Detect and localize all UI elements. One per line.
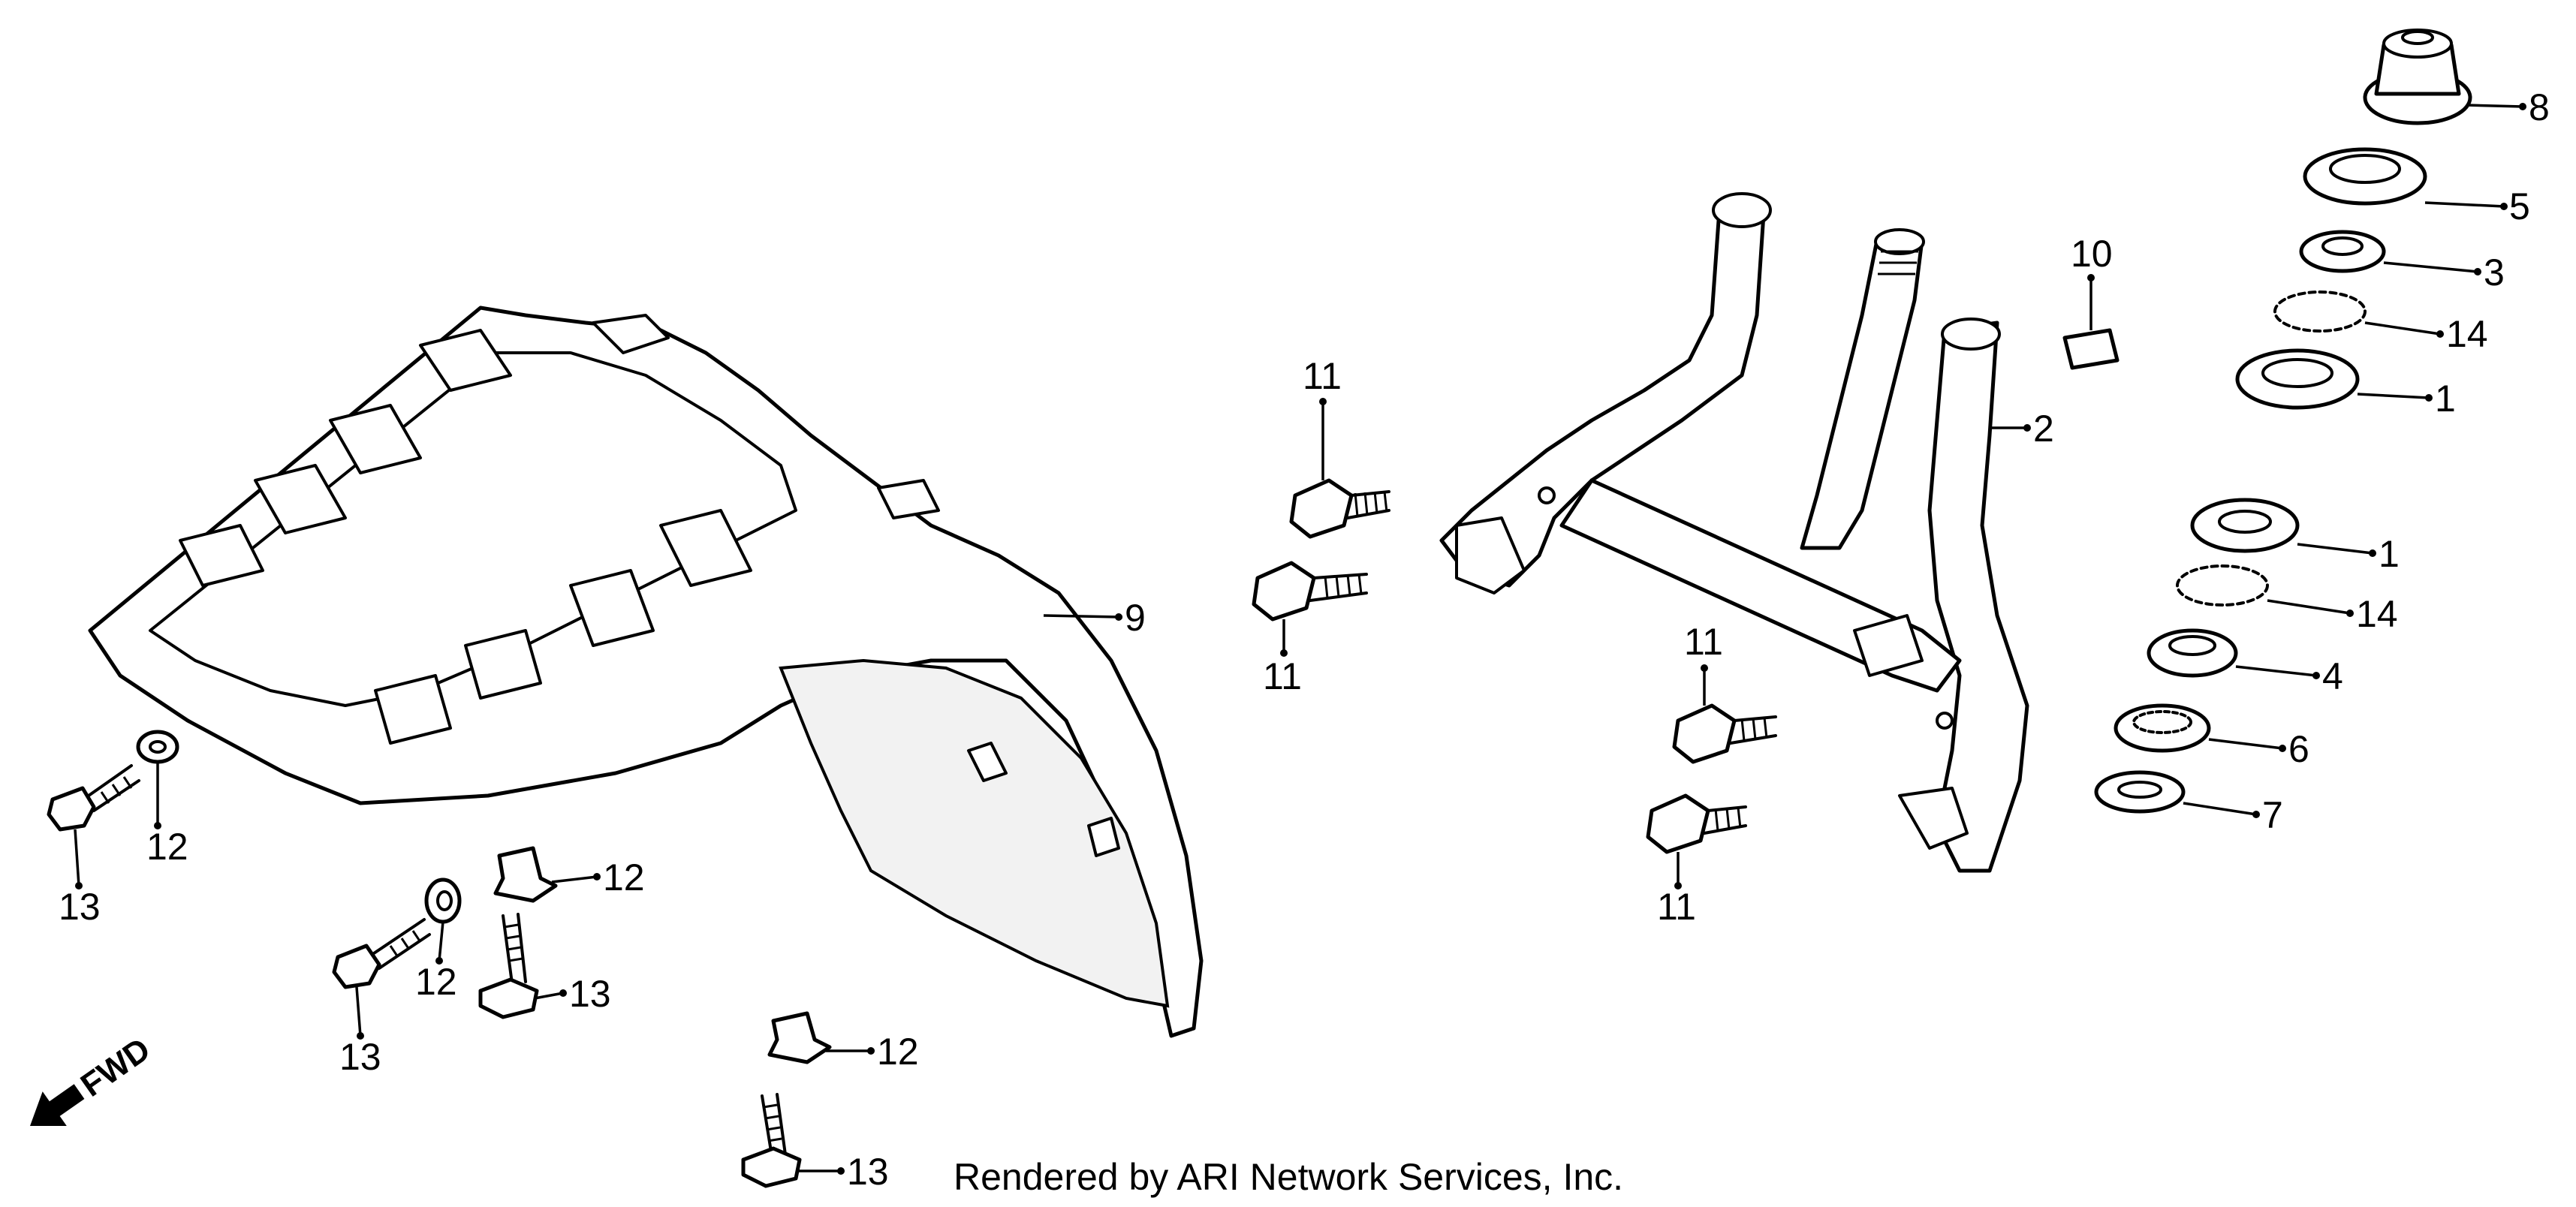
- callout-8: 8: [2529, 86, 2550, 128]
- fwd-label: FWD: [74, 1031, 157, 1104]
- callout-numbers: 8 5 3 14 1 1 14 4 6 7 10 2 9 11 11 11 11…: [59, 86, 2550, 1193]
- upper-bearing-race[interactable]: [2303, 147, 2427, 206]
- lock-nut[interactable]: [2363, 29, 2472, 125]
- callout-1-upper: 1: [2435, 378, 2456, 420]
- lower-cone-race[interactable]: [2190, 498, 2300, 553]
- ball-retainer-upper[interactable]: [2273, 290, 2367, 333]
- collar-12c[interactable]: [424, 877, 462, 924]
- bolt-13b[interactable]: [332, 918, 431, 989]
- callout-11-d: 11: [1657, 886, 1696, 928]
- callout-12-c: 12: [415, 961, 457, 1003]
- callout-12-a: 12: [146, 826, 188, 868]
- callout-6: 6: [2288, 728, 2309, 770]
- dust-seal[interactable]: [2114, 703, 2211, 753]
- callout-11-b: 11: [1263, 655, 1302, 697]
- grommet-12d[interactable]: [767, 1011, 832, 1064]
- flange-bolt-11b[interactable]: [1252, 561, 1368, 622]
- callout-3: 3: [2484, 251, 2505, 293]
- callout-11-a: 11: [1303, 355, 1342, 397]
- callout-11-c: 11: [1684, 621, 1723, 663]
- callout-4: 4: [2322, 655, 2343, 697]
- flange-bolt-11d[interactable]: [1646, 793, 1747, 854]
- callout-12-b: 12: [603, 856, 645, 898]
- callout-10: 10: [2071, 233, 2113, 275]
- callout-14-upper: 14: [2446, 313, 2488, 355]
- steering-frame[interactable]: [1439, 192, 2029, 873]
- callout-13-c: 13: [569, 973, 611, 1015]
- adjusting-nut[interactable]: [2299, 230, 2386, 273]
- ball-retainer-lower[interactable]: [2176, 564, 2269, 607]
- callout-12-d: 12: [877, 1031, 919, 1073]
- callout-14-lower: 14: [2356, 593, 2398, 635]
- collar-12a[interactable]: [136, 730, 179, 764]
- callout-13-a: 13: [59, 886, 101, 928]
- bolt-13c[interactable]: [478, 913, 539, 1019]
- callout-13-d: 13: [847, 1151, 889, 1193]
- bolt-13d[interactable]: [741, 1093, 802, 1188]
- callout-1-lower: 1: [2379, 533, 2400, 575]
- caution-label[interactable]: [2062, 328, 2120, 370]
- callout-7: 7: [2262, 794, 2283, 836]
- bolt-13a[interactable]: [47, 764, 140, 832]
- flange-bolt-11a[interactable]: [1289, 478, 1390, 539]
- callout-5: 5: [2509, 185, 2530, 227]
- forward-direction-indicator: FWD: [30, 1031, 157, 1126]
- callout-13-b: 13: [339, 1036, 381, 1078]
- callout-2: 2: [2033, 408, 2054, 450]
- dust-seal-washer[interactable]: [2094, 770, 2186, 814]
- front-fender[interactable]: [88, 306, 1204, 1038]
- flange-bolt-11c[interactable]: [1672, 703, 1777, 764]
- grommet-12b[interactable]: [493, 846, 558, 903]
- upper-cone-race[interactable]: [2235, 348, 2360, 410]
- credit-text: Rendered by ARI Network Services, Inc.: [954, 1156, 1623, 1198]
- bottom-cone-race[interactable]: [2147, 628, 2238, 678]
- fwd-arrow-icon: [30, 1084, 85, 1126]
- leader-lines: [74, 103, 2526, 1175]
- callout-9: 9: [1125, 597, 1146, 639]
